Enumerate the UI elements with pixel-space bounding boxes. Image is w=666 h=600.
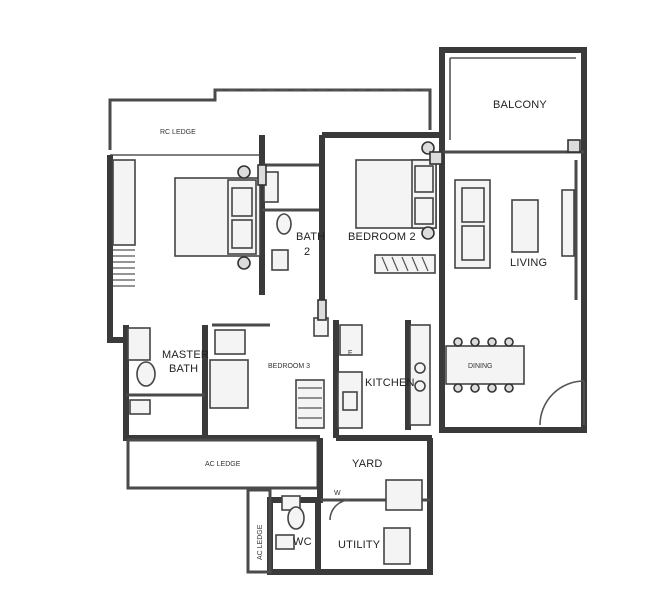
label-bath2-line2: 2 bbox=[304, 246, 310, 258]
balcony-wall bbox=[439, 47, 587, 152]
ac-ledge-side-outline bbox=[246, 488, 272, 574]
dining-table bbox=[445, 337, 525, 393]
outer-wall-right bbox=[439, 135, 587, 433]
label-bedroom3: BEDROOM 3 bbox=[268, 363, 310, 370]
label-ac-ledge-side: AC LEDGE bbox=[257, 524, 264, 560]
label-fridge-mark: F bbox=[348, 350, 352, 357]
fridge bbox=[339, 324, 363, 356]
label-master-bath-line1: MASTER bbox=[162, 349, 209, 361]
lower-left-wall bbox=[123, 325, 320, 441]
kitchen-counter bbox=[337, 324, 431, 429]
label-ac-ledge-bottom: AC LEDGE bbox=[205, 461, 241, 468]
label-dining: DINING bbox=[468, 363, 493, 370]
rc-ledge-wall bbox=[108, 88, 432, 150]
bedroom2-wardrobe bbox=[374, 254, 436, 274]
label-master-bath-line2: BATH bbox=[169, 363, 198, 375]
label-bedroom2: BEDROOM 2 bbox=[348, 231, 416, 243]
label-rc-ledge: RC LEDGE bbox=[160, 129, 196, 136]
bedroom2-bed bbox=[355, 141, 437, 240]
coffee-table bbox=[511, 199, 539, 253]
washing-machine bbox=[385, 479, 423, 511]
master-bed bbox=[174, 165, 261, 270]
master-bath-fixtures bbox=[127, 327, 156, 415]
label-washer-mark: W bbox=[334, 490, 341, 497]
utility-door-swing bbox=[329, 499, 351, 521]
bedroom3-furniture bbox=[209, 317, 329, 429]
label-living: LIVING bbox=[510, 257, 547, 269]
label-wc: WC bbox=[293, 536, 312, 548]
tv-console bbox=[561, 189, 575, 257]
utility-sink bbox=[383, 527, 411, 565]
wc-fixtures bbox=[275, 495, 305, 550]
outer-wall-left bbox=[107, 155, 126, 343]
label-balcony: BALCONY bbox=[493, 99, 547, 111]
balcony-door-swing bbox=[539, 380, 585, 426]
label-utility: UTILITY bbox=[338, 539, 381, 551]
label-bath2-line1: BATH bbox=[296, 231, 325, 243]
label-kitchen: KITCHEN bbox=[365, 377, 415, 389]
label-yard: YARD bbox=[352, 458, 383, 470]
bath2-fixtures bbox=[263, 171, 292, 271]
living-sofa bbox=[454, 179, 491, 269]
